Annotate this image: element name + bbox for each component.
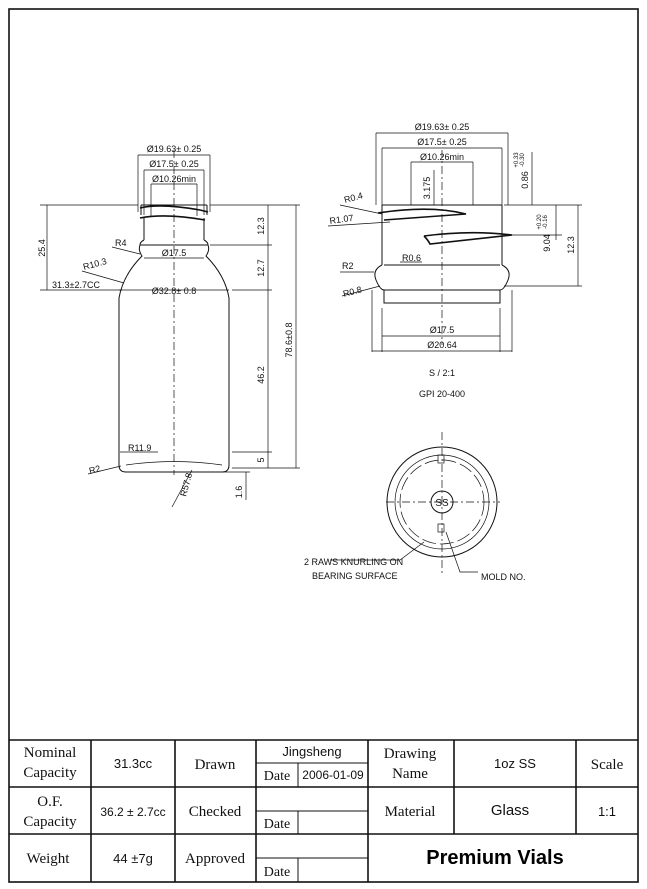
finish-tol-9-plus: +0.20 — [537, 214, 543, 230]
dim-5: 5 — [256, 457, 266, 462]
of-capacity-value: 36.2 ± 2.7cc — [100, 805, 165, 819]
checked-date-label: Date — [264, 817, 290, 832]
weight-label: Weight — [27, 851, 71, 867]
dim-body-diameter: Ø32.8± 0.8 — [152, 286, 196, 296]
scale-label: Scale — [591, 757, 624, 773]
scale-value: 1:1 — [598, 804, 616, 819]
finish-dim-r0-4: R0.4 — [343, 190, 364, 205]
bottom-view: SS 2 RAWS KNURLING ON BEARING SURFACE MO… — [304, 432, 526, 582]
drawing-name-value: 1oz SS — [494, 756, 536, 771]
finish-dim-9-04: 9.04 — [542, 234, 552, 252]
brand-name: Premium Vials — [426, 847, 563, 869]
dim-neck-base: Ø17.5 — [162, 248, 187, 258]
dim-capacity-31-3: 31.3±2.7CC — [52, 280, 100, 290]
dim-46-2: 46.2 — [256, 366, 266, 384]
bottom-center-mark: SS — [435, 498, 449, 509]
weight-value: 44 ±7g — [113, 851, 153, 866]
finish-gpi-note: GPI 20-400 — [419, 389, 465, 399]
approved-date-label: Date — [264, 865, 290, 880]
finish-dim-outer: Ø19.63± 0.25 — [415, 122, 469, 132]
nominal-capacity-value: 31.3cc — [114, 756, 153, 771]
finish-dim-inner: Ø17.5 — [430, 325, 455, 335]
sheet-border — [8, 8, 639, 883]
dim-12-7: 12.7 — [256, 259, 266, 277]
finish-scale-note: S / 2:1 — [429, 368, 455, 378]
finish-dim-r2: R2 — [342, 261, 354, 271]
knurl-note-line2: BEARING SURFACE — [312, 571, 398, 581]
material-value: Glass — [491, 802, 529, 819]
finish-dim-r0-6: R0.6 — [402, 253, 421, 263]
drawing-name-label: Name — [392, 766, 428, 782]
material-label: Material — [385, 804, 436, 820]
mold-number-note: MOLD NO. — [481, 572, 526, 582]
nominal-label: Nominal — [24, 745, 77, 761]
dim-neck-outer: Ø19.63± 0.25 — [147, 144, 201, 154]
dim-bore: Ø10.26min — [152, 174, 196, 184]
finish-dim-base: Ø20.64 — [427, 340, 457, 350]
dim-78-6: 78.6±0.8 — [284, 323, 294, 358]
finish-dim-0-86: 0.86 — [520, 171, 530, 189]
dim-r11-9: R11.9 — [128, 443, 151, 453]
bottle-elevation: Ø19.63± 0.25 Ø17.5± 0.25 Ø10.26min Ø17.5… — [37, 144, 300, 508]
drawn-by: Jingsheng — [282, 744, 341, 759]
finish-dim-r0-8: R0.8 — [342, 284, 363, 299]
finish-dim-bore: Ø10.26min — [420, 152, 464, 162]
dim-r10-3: R10.3 — [82, 256, 108, 272]
nominal-capacity-label: Capacity — [23, 765, 77, 781]
finish-dim-thread: Ø17.5± 0.25 — [417, 137, 466, 147]
drawn-date-label: Date — [264, 769, 290, 784]
dim-r57-8: R57.8 — [178, 472, 194, 498]
approved-label: Approved — [185, 851, 245, 867]
drawing-label: Drawing — [384, 746, 437, 762]
finish-tol-top-minus: -0.30 — [520, 153, 526, 167]
finish-tol-9-minus: -0.16 — [543, 215, 549, 229]
checked-label: Checked — [189, 804, 242, 820]
title-block: Nominal Capacity 31.3cc Drawn Jingsheng … — [9, 739, 638, 882]
finish-dim-3-175: 3.175 — [422, 177, 432, 200]
drawn-label: Drawn — [195, 757, 236, 773]
dim-thread-diameter: Ø17.5± 0.25 — [149, 159, 198, 169]
finish-dim-r1-07: R1.07 — [329, 213, 354, 226]
of-label: O.F. — [37, 794, 62, 810]
of-capacity-label: Capacity — [23, 814, 77, 830]
knurl-note-line1: 2 RAWS KNURLING ON — [304, 557, 403, 567]
dim-r2: R2 — [88, 463, 102, 476]
dim-12-3: 12.3 — [256, 217, 266, 235]
finish-tol-top-plus: +0.33 — [514, 152, 520, 168]
dim-1-6: 1.6 — [234, 486, 244, 499]
drawn-date: 2006-01-09 — [302, 768, 364, 782]
finish-dim-12-3: 12.3 — [566, 236, 576, 254]
dim-25-4: 25.4 — [37, 239, 47, 257]
finish-detail: Ø19.63± 0.25 Ø17.5± 0.25 Ø10.26min 3.175… — [327, 122, 582, 399]
dim-r4: R4 — [115, 238, 127, 248]
